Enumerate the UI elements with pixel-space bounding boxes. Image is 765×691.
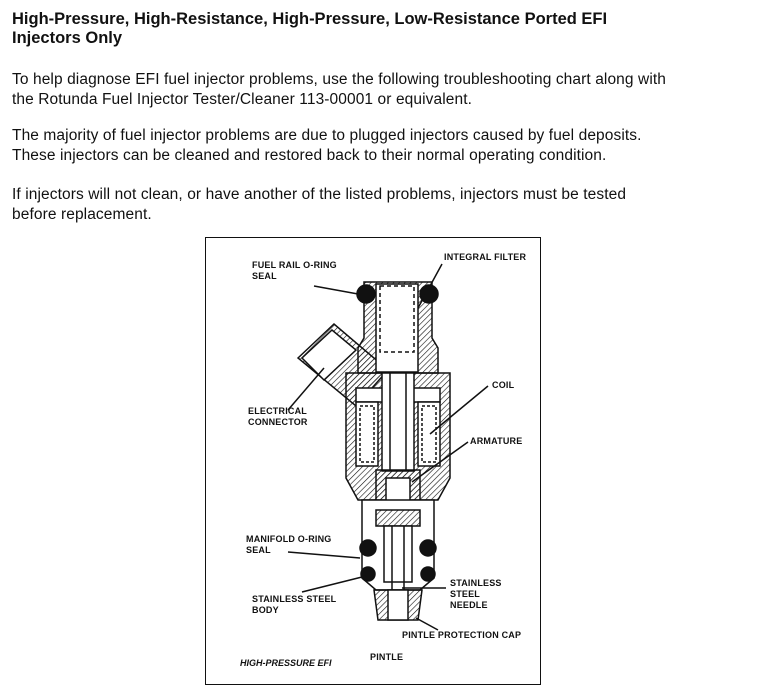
paragraph-line: the Rotunda Fuel Injector Tester/Cleaner… xyxy=(12,91,473,108)
label-line: ELECTRICAL xyxy=(248,406,307,416)
label-line: NEEDLE xyxy=(450,600,488,610)
section-heading: High-Pressure, High-Resistance, High-Pre… xyxy=(12,10,752,48)
coil-label: COIL xyxy=(492,380,515,390)
armature-label: ARMATURE xyxy=(470,436,523,446)
stainless-steel-needle-label: STAINLESS STEEL NEEDLE xyxy=(450,578,502,611)
pintle-label: PINTLE xyxy=(370,652,404,662)
figure-caption: HIGH-PRESSURE EFI xyxy=(240,658,332,668)
label-line: SEAL xyxy=(246,545,271,555)
paragraph-line: These injectors can be cleaned and resto… xyxy=(12,147,607,164)
pintle-protection-cap-label: PINTLE PROTECTION CAP xyxy=(402,630,522,640)
paragraph-line: before replacement. xyxy=(12,206,152,223)
deposits-paragraph: The majority of fuel injector problems a… xyxy=(12,126,757,166)
paragraph-line: The majority of fuel injector problems a… xyxy=(12,127,642,144)
label-line: FUEL RAIL O-RING xyxy=(252,260,337,270)
stainless-steel-body-label: STAINLESS STEEL BODY xyxy=(252,594,336,616)
label-line: STAINLESS xyxy=(450,578,502,588)
injector-cutaway-drawing xyxy=(287,263,489,631)
heading-line-2: Injectors Only xyxy=(12,29,123,47)
label-line: STAINLESS STEEL xyxy=(252,594,337,604)
integral-filter-label: INTEGRAL FILTER xyxy=(444,252,527,262)
electrical-connector-label: ELECTRICAL CONNECTOR xyxy=(248,406,308,428)
label-line: SEAL xyxy=(252,271,277,281)
fuel-rail-oring-label: FUEL RAIL O-RING SEAL xyxy=(252,260,337,282)
testing-paragraph: If injectors will not clean, or have ano… xyxy=(12,185,757,225)
label-line: MANIFOLD O-RING xyxy=(246,534,332,544)
intro-paragraph: To help diagnose EFI fuel injector probl… xyxy=(12,70,757,110)
label-line: CONNECTOR xyxy=(248,417,308,427)
manifold-oring-label: MANIFOLD O-RING SEAL xyxy=(246,534,332,556)
label-line: BODY xyxy=(252,605,279,615)
paragraph-line: To help diagnose EFI fuel injector probl… xyxy=(12,71,666,88)
label-line: STEEL xyxy=(450,589,481,599)
injector-diagram: FUEL RAIL O-RING SEAL INTEGRAL FILTER EL… xyxy=(205,237,541,685)
paragraph-line: If injectors will not clean, or have ano… xyxy=(12,186,627,203)
heading-line-1: High-Pressure, High-Resistance, High-Pre… xyxy=(12,10,608,28)
